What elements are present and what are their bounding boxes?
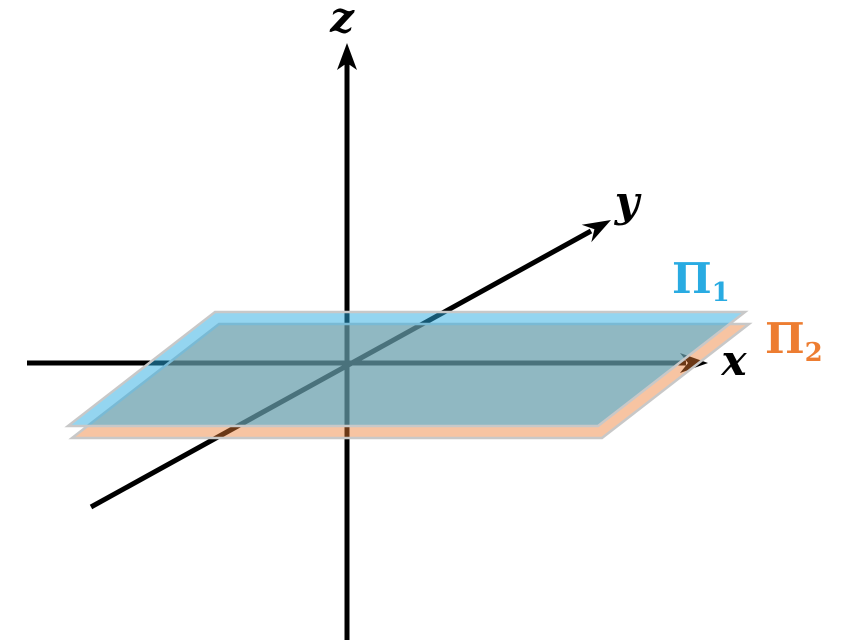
y-axis-arrowhead-icon (581, 220, 611, 243)
plane-1-surface (64, 310, 749, 428)
plane-1-symbol: Π (672, 254, 712, 303)
y-axis-label: y (614, 177, 642, 226)
z-axis-arrowhead-icon (337, 43, 357, 70)
plane-1-label: Π1 (672, 254, 730, 308)
plane-2-label: Π2 (765, 314, 823, 368)
x-axis-label: x (720, 336, 747, 385)
plane-2-subscript: 2 (805, 338, 823, 368)
plane-2-symbol: Π (765, 314, 805, 363)
z-axis-label: z (329, 0, 355, 42)
plane-1-subscript: 1 (712, 278, 730, 308)
